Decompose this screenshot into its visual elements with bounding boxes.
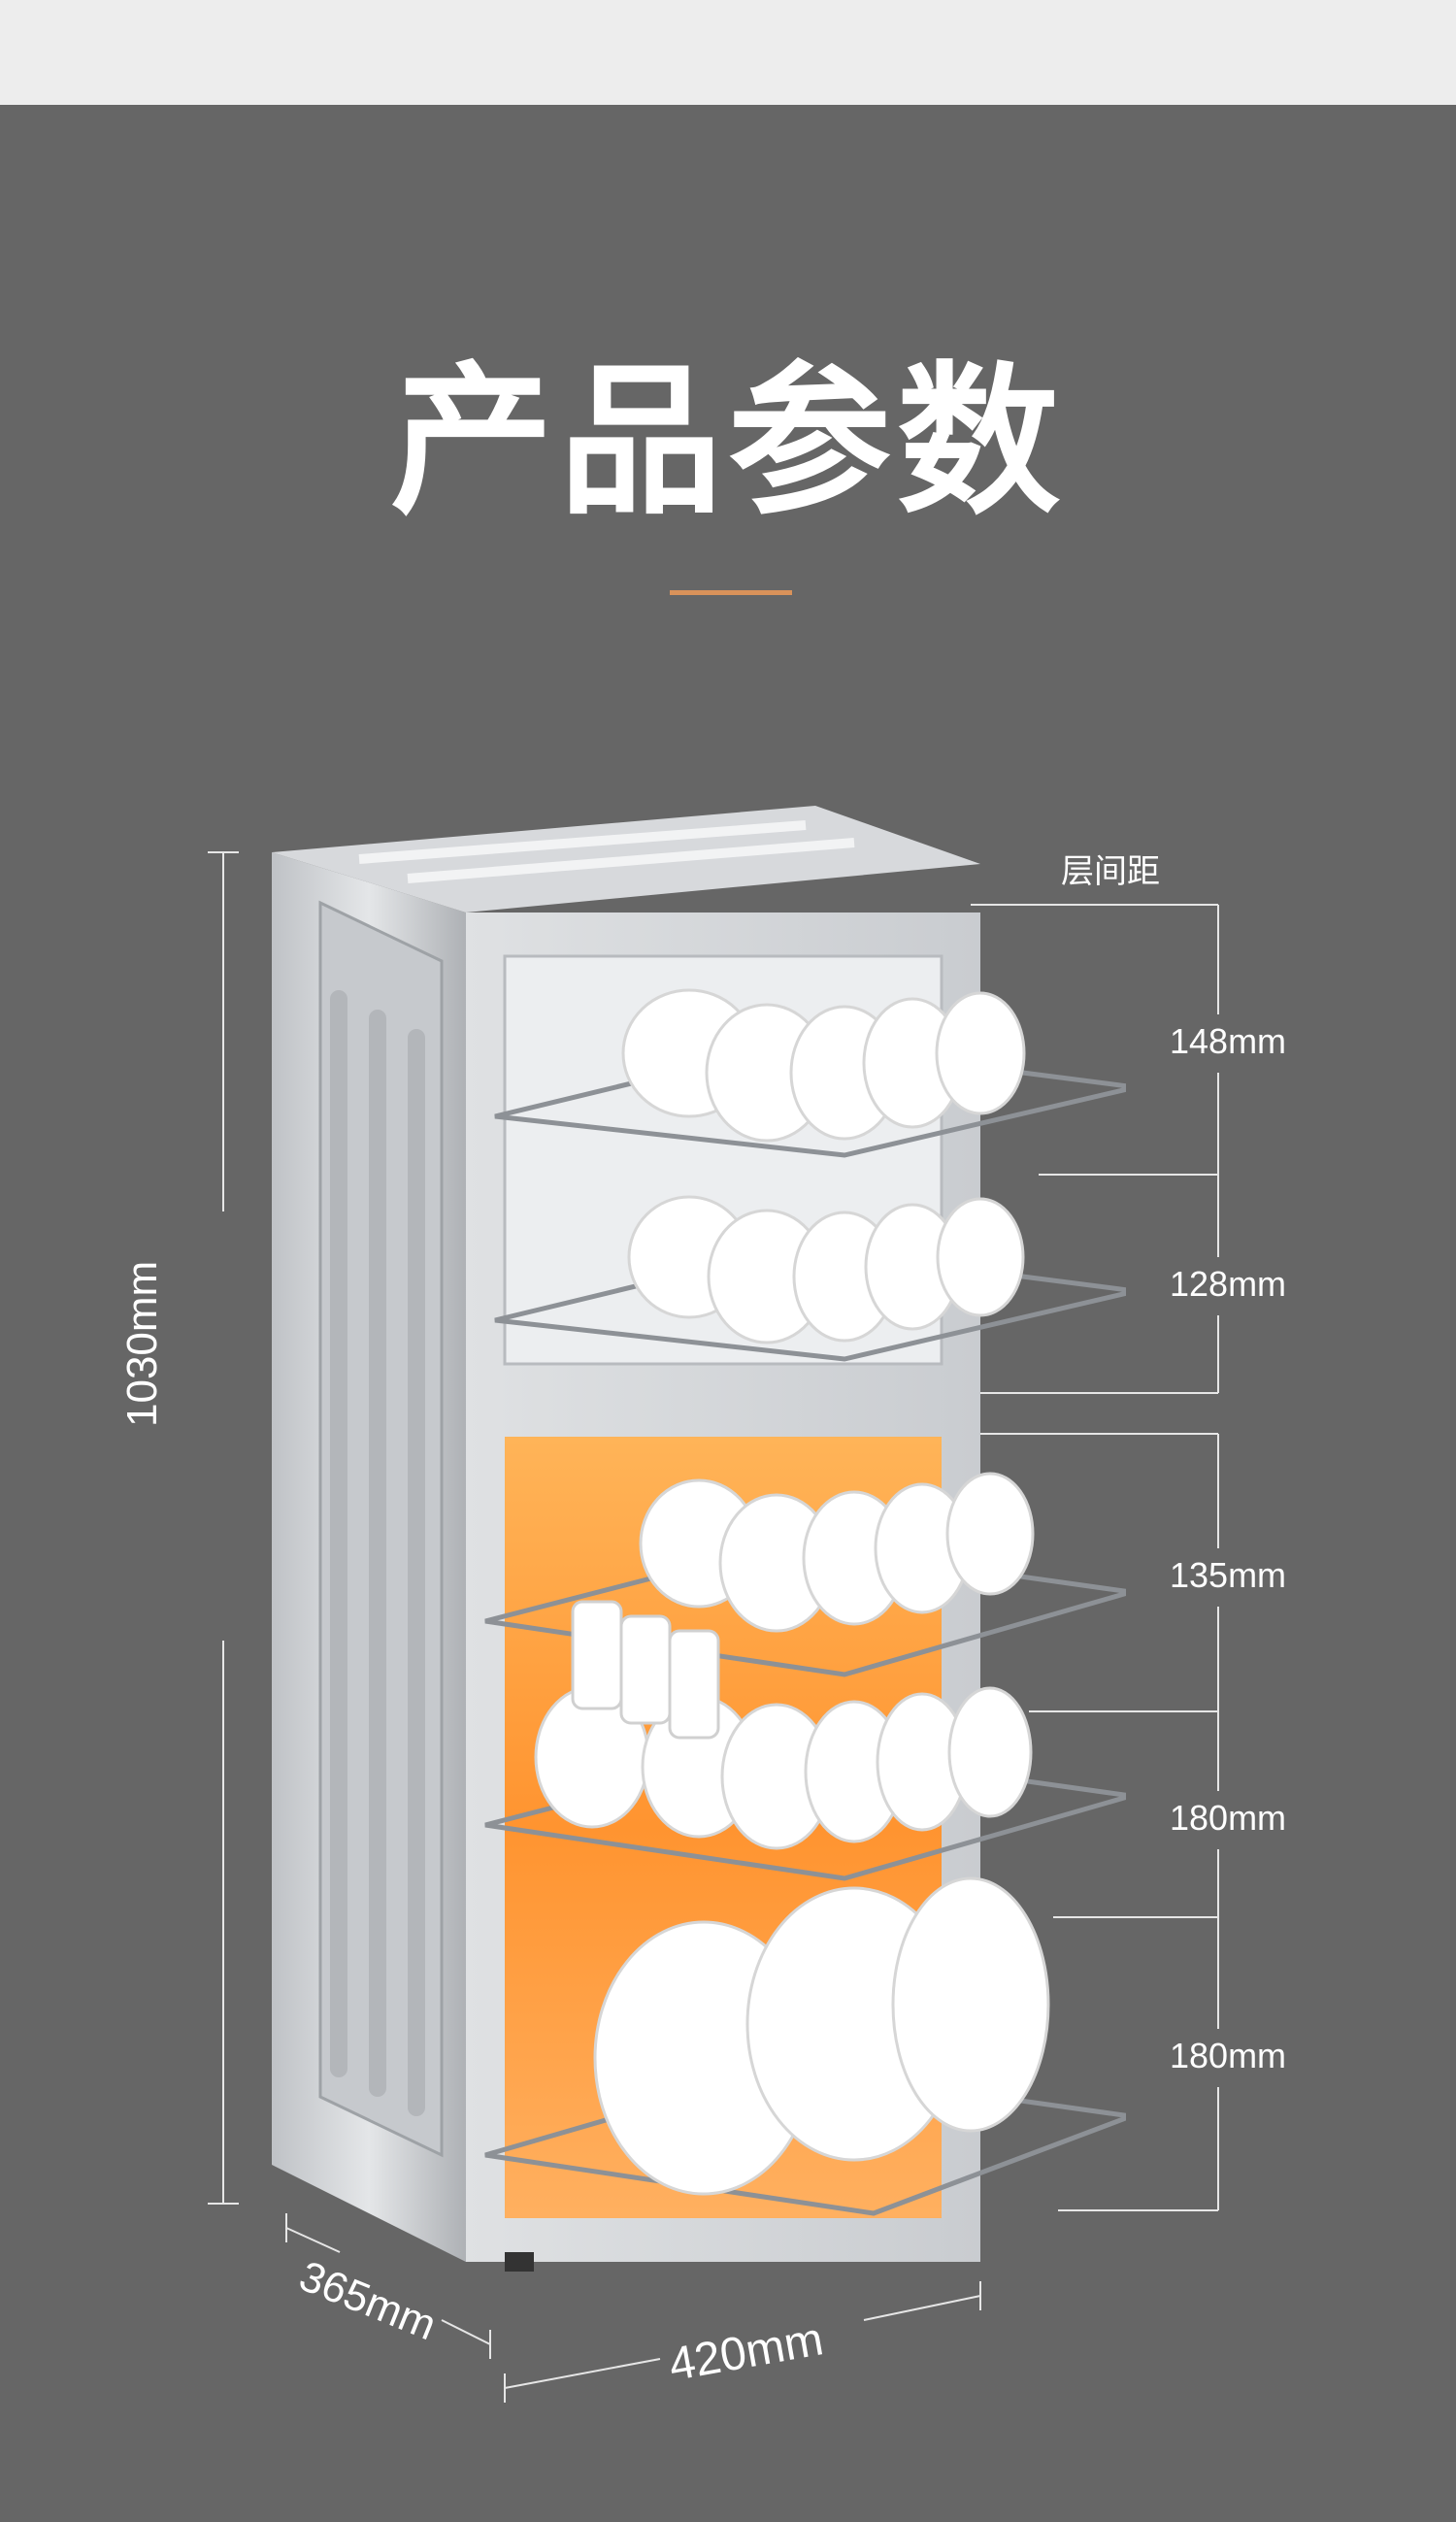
height-dimension: 1030mm xyxy=(118,1260,166,1427)
product-illustration xyxy=(272,806,1126,2272)
spacing-value-5: 180mm xyxy=(1170,2036,1287,2075)
title-underline xyxy=(670,590,792,595)
spacing-value-4: 180mm xyxy=(1170,1798,1287,1838)
spacing-value-1: 148mm xyxy=(1170,1021,1287,1061)
spacing-value-2: 128mm xyxy=(1170,1264,1287,1304)
spacing-heading: 层间距 xyxy=(1061,852,1160,891)
page-title: 产品参数 xyxy=(390,347,1066,537)
top-strip xyxy=(0,0,1456,105)
spacing-value-3: 135mm xyxy=(1170,1555,1287,1595)
